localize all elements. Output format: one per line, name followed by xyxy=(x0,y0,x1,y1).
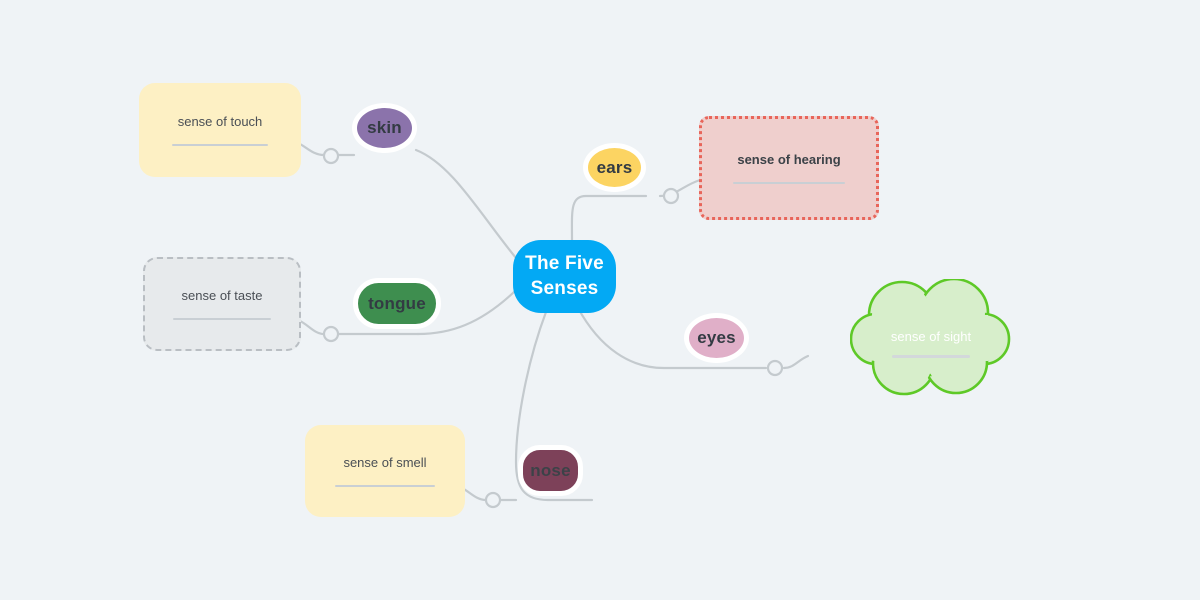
organ-label-tongue: tongue xyxy=(368,293,426,313)
link-joint-smell xyxy=(460,486,488,502)
joint-touch xyxy=(322,147,340,165)
organ-node-tongue[interactable]: tongue xyxy=(353,278,441,329)
joint-taste xyxy=(322,325,340,343)
link-joint-taste xyxy=(296,318,326,336)
note-text-touch: sense of touch xyxy=(177,114,263,130)
note-sense-of-smell[interactable]: sense of smell xyxy=(305,425,465,517)
note-sense-of-taste[interactable]: sense of taste xyxy=(143,257,301,351)
joint-eyes xyxy=(766,359,784,377)
central-node-label: The Five Senses xyxy=(525,253,604,299)
link-eyes-tail xyxy=(782,354,810,370)
note-rule-taste xyxy=(173,317,271,320)
note-rule-smell xyxy=(335,484,435,487)
joint-hearing xyxy=(662,187,680,205)
note-text-smell: sense of smell xyxy=(343,455,427,471)
organ-label-nose: nose xyxy=(530,460,571,480)
note-sense-of-sight[interactable]: sense of sight xyxy=(850,279,1012,396)
link-joint-hearing xyxy=(658,178,702,198)
cloud-shape-icon xyxy=(850,279,1011,396)
organ-label-eyes: eyes xyxy=(697,328,736,347)
organ-node-eyes[interactable]: eyes xyxy=(684,313,749,363)
central-node-five-senses[interactable]: The Five Senses xyxy=(513,240,616,313)
note-sense-of-hearing[interactable]: sense of hearing xyxy=(699,116,879,220)
note-rule-touch xyxy=(172,143,268,146)
link-center-skin xyxy=(414,148,518,260)
link-center-ears xyxy=(570,194,648,242)
organ-label-ears: ears xyxy=(596,157,633,177)
organ-label-skin: skin xyxy=(367,118,402,137)
note-rule-hearing xyxy=(733,181,845,184)
organ-node-ears[interactable]: ears xyxy=(583,143,646,192)
organ-node-skin[interactable]: skin xyxy=(352,103,417,153)
joint-smell xyxy=(484,491,502,509)
note-sense-of-touch[interactable]: sense of touch xyxy=(139,83,301,177)
note-text-taste: sense of taste xyxy=(181,288,263,304)
organ-node-nose[interactable]: nose xyxy=(518,445,583,496)
note-text-hearing: sense of hearing xyxy=(737,152,841,168)
